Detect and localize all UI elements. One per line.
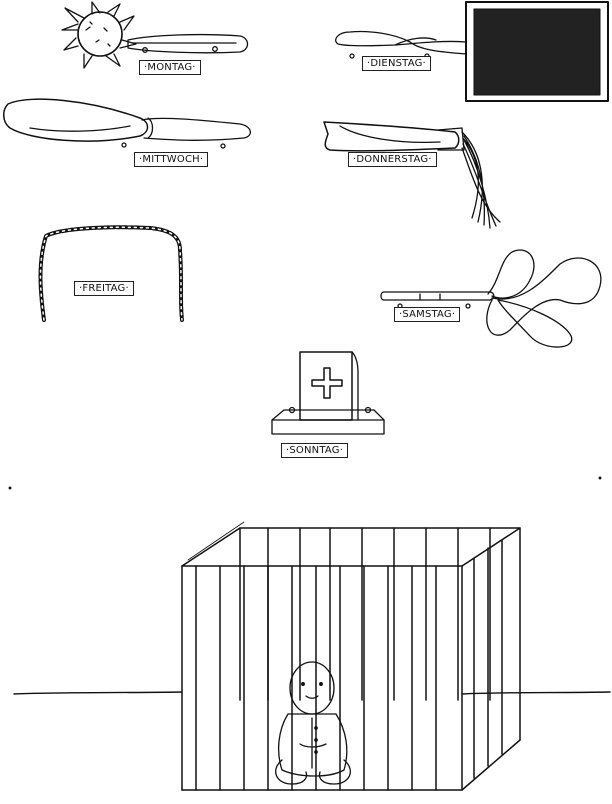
label-sunday: ·SONNTAG· bbox=[281, 443, 349, 458]
morning-star-mace-icon bbox=[62, 2, 248, 68]
chain-icon bbox=[41, 227, 183, 320]
label-saturday: ·SAMSTAG· bbox=[394, 307, 461, 322]
label-thursday: ·DONNERSTAG· bbox=[348, 152, 437, 167]
label-wednesday: ·MITTWOCH· bbox=[134, 152, 209, 167]
label-tuesday: ·DIENSTAG· bbox=[362, 56, 431, 71]
club-icon bbox=[4, 99, 251, 148]
label-friday: ·FREITAG· bbox=[74, 281, 134, 296]
carpet-beater-grid-icon bbox=[336, 2, 608, 101]
caged-child-icon bbox=[276, 662, 351, 784]
bible-icon bbox=[272, 352, 384, 434]
rug-beater-icon bbox=[381, 250, 601, 347]
ground-line bbox=[14, 692, 610, 694]
label-monday: ·MONTAG· bbox=[139, 60, 201, 75]
cat-o-nine-tails-whip-icon bbox=[324, 122, 500, 228]
cage-drawing bbox=[182, 522, 520, 790]
